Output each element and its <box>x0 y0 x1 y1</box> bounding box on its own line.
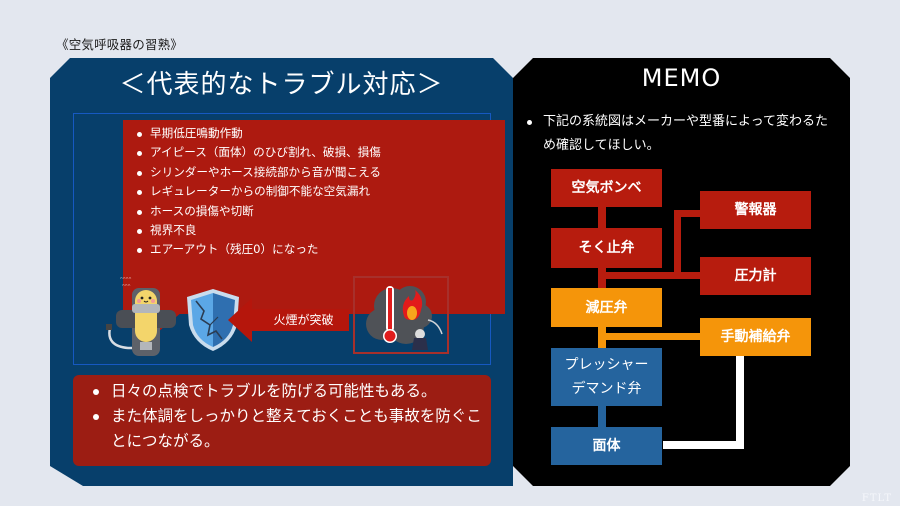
arrow-left-icon <box>228 298 252 342</box>
connector-line <box>674 210 681 278</box>
trouble-item: 視界不良 <box>135 221 505 240</box>
fire-breach-arrow-label: 火煙が突破 <box>250 309 349 331</box>
breathing-apparatus-character-icon: ᵔᵔᵔᵔ ᵔᵔᵔ <box>106 276 176 356</box>
trouble-item: レギュレーターからの制御不能な空気漏れ <box>135 182 505 201</box>
trouble-list: 早期低圧鳴動作動 アイピース（面体）のひび割れ、破損、損傷 シリンダーやホース接… <box>123 120 505 260</box>
connector-line <box>598 206 606 230</box>
connector-line <box>663 441 744 449</box>
fire-smoke-hazard-icon <box>366 286 443 350</box>
trouble-item: シリンダーやホース接続部から音が聞こえる <box>135 163 505 182</box>
node-pressure-demand-valve: プレッシャー デマンド弁 <box>551 348 662 406</box>
connector-line <box>674 210 702 217</box>
trouble-item: 早期低圧鳴動作動 <box>135 124 505 143</box>
trouble-panel: ＜代表的なトラブル対応＞ 早期低圧鳴動作動 アイピース（面体）のひび割れ、破損、… <box>50 58 513 486</box>
advice-item: また体調をしっかりと整えておくことも事故を防ぐことにつながる。 <box>89 404 491 454</box>
trouble-item: アイピース（面体）のひび割れ、破損、損傷 <box>135 143 505 162</box>
node-manual-bypass-valve: 手動補給弁 <box>700 318 811 356</box>
fire-scene-frame <box>353 276 449 354</box>
panel-title: ＜代表的なトラブル対応＞ <box>119 70 444 100</box>
cracked-shield-icon <box>187 289 239 351</box>
node-stop-valve: そく止弁 <box>551 228 662 268</box>
connector-line <box>736 342 744 449</box>
trouble-item: ホースの損傷や切断 <box>135 202 505 221</box>
trouble-item: エアーアウト（残圧0）になった <box>135 240 505 259</box>
node-alarm: 警報器 <box>700 191 811 229</box>
connector-line <box>598 405 606 429</box>
connector-line <box>598 268 606 292</box>
watermark-logo: FTLT <box>861 493 892 504</box>
advice-box: 日々の点検でトラブルを防げる可能性もある。 また体調をしっかりと整えておくことも… <box>73 375 491 466</box>
svg-text:ᵔᵔᵔᵔ: ᵔᵔᵔᵔ <box>120 276 132 284</box>
node-pressure-gauge: 圧力計 <box>700 257 811 295</box>
section-label: 《空気呼吸器の習熟》 <box>56 37 184 52</box>
node-facepiece: 面体 <box>551 427 662 465</box>
advice-item: 日々の点検でトラブルを防げる可能性もある。 <box>89 379 491 404</box>
node-reducing-valve: 減圧弁 <box>551 288 662 327</box>
trouble-speech-bubble: 早期低圧鳴動作動 アイピース（面体）のひび割れ、破損、損傷 シリンダーやホース接… <box>123 120 505 314</box>
connector-line <box>601 272 701 279</box>
connector-line <box>601 333 701 340</box>
memo-note: 下記の系統図はメーカーや型番によって変わるため確認してほしい。 <box>525 110 840 158</box>
svg-text:ᵔᵔᵔ: ᵔᵔᵔ <box>122 283 131 291</box>
node-air-cylinder: 空気ボンベ <box>551 169 662 207</box>
memo-title: MEMO <box>641 64 722 92</box>
advice-list: 日々の点検でトラブルを防げる可能性もある。 また体調をしっかりと整えておくことも… <box>73 375 491 454</box>
memo-panel: MEMO 下記の系統図はメーカーや型番によって変わるため確認してほしい。 空気ボ… <box>513 58 850 486</box>
